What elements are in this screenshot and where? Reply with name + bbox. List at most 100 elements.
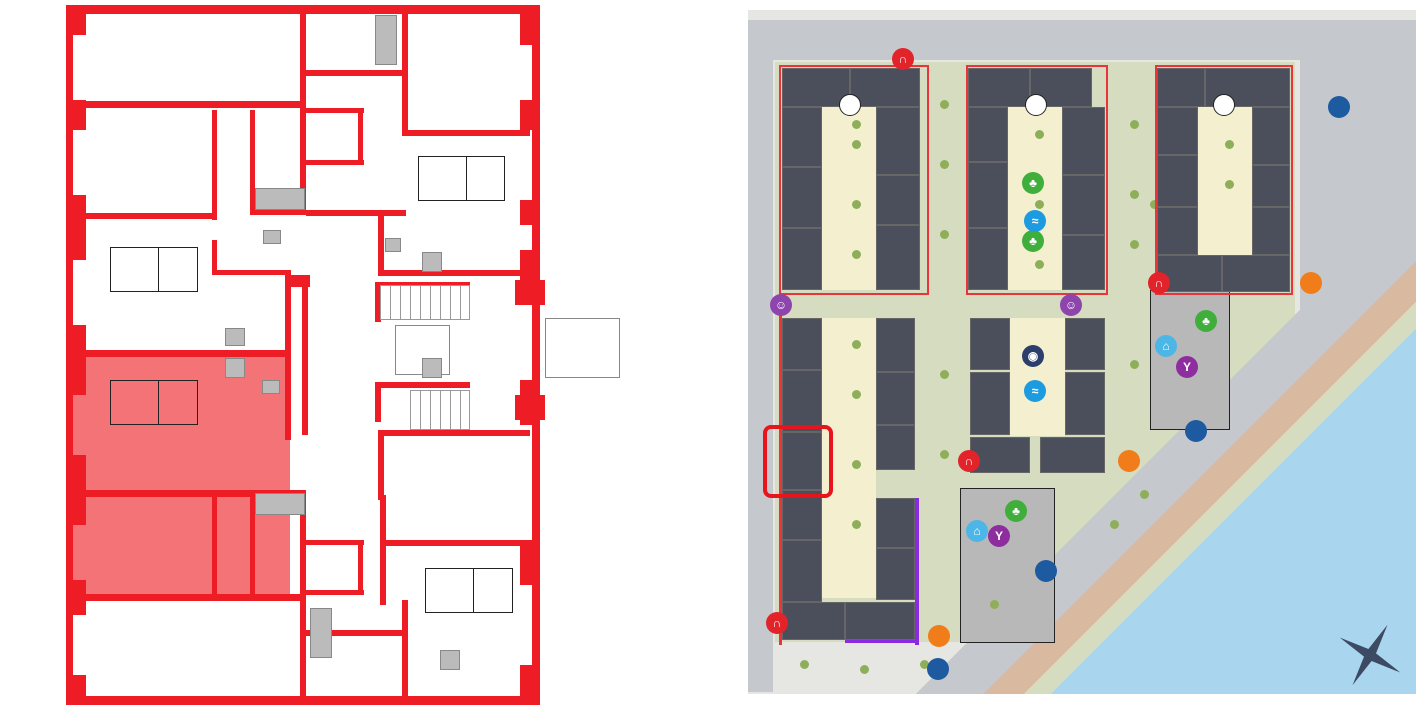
tree (1225, 180, 1234, 189)
wall (402, 5, 408, 77)
tree (1130, 360, 1139, 369)
balcony (545, 318, 620, 378)
tree (860, 665, 869, 674)
playground-slide-icon: ⌂ (966, 520, 988, 542)
building-БI.4[interactable] (968, 68, 1030, 107)
building-ВI.1[interactable] (782, 228, 822, 290)
tree (1140, 490, 1149, 499)
building-ВI.6[interactable] (876, 107, 920, 175)
pool-icon: ≈ (1024, 380, 1046, 402)
building-ВII.7[interactable] (845, 602, 915, 640)
wall (385, 540, 535, 546)
building-ВI.7[interactable] (876, 175, 920, 225)
building-БII.4[interactable] (1040, 437, 1105, 473)
parking-icon (1185, 420, 1207, 442)
pool-icon: ≈ (1024, 210, 1046, 232)
building-ВII.1[interactable] (782, 318, 822, 370)
wall (212, 110, 217, 220)
tree (852, 200, 861, 209)
building-А.7[interactable] (1157, 68, 1205, 107)
building-А.5[interactable] (1252, 107, 1290, 165)
building-А.3[interactable] (1252, 207, 1290, 255)
picnic-icon: ♣ (1195, 310, 1217, 332)
wall (378, 430, 384, 500)
building-ВII.6[interactable] (782, 602, 845, 640)
tree (1110, 520, 1119, 529)
parking-icon (1328, 96, 1350, 118)
building-БI.6[interactable] (1062, 107, 1105, 175)
plumbing-fixture (422, 252, 442, 272)
tree (852, 460, 861, 469)
building-ВII.3[interactable] (782, 432, 822, 490)
apartment-badge[interactable] (110, 247, 198, 292)
courtyard-b2 (1010, 318, 1065, 436)
building-БII.1[interactable] (970, 318, 1010, 370)
entrance-gate-icon: ∩ (892, 48, 914, 70)
tree (1035, 260, 1044, 269)
building-ВI.3[interactable] (782, 107, 822, 167)
building-ВI.2[interactable] (782, 167, 822, 228)
building-БI.8[interactable] (1062, 235, 1105, 290)
courtyard-v1 (822, 107, 876, 290)
tree (920, 660, 929, 669)
apartment-areas (159, 381, 197, 424)
wall (66, 213, 216, 219)
building-А.4[interactable] (1252, 165, 1290, 207)
wall (306, 210, 406, 216)
parking-entry-label (1210, 45, 1250, 61)
building-БII.6[interactable] (1065, 318, 1105, 370)
section-marker (1025, 94, 1047, 116)
staircase-lower (410, 390, 470, 430)
wall (306, 630, 406, 636)
fountain-icon: ◉ (1022, 345, 1044, 367)
wall (520, 665, 540, 705)
building-БI.3[interactable] (968, 107, 1008, 162)
apartment-type (111, 381, 159, 424)
building-БII.2[interactable] (970, 372, 1010, 435)
building-ВII.10[interactable] (876, 425, 915, 470)
fitness-icon: Y (988, 525, 1010, 547)
building-БI.1[interactable] (968, 228, 1008, 290)
building-ВI.4[interactable] (782, 68, 850, 107)
building-А.10[interactable] (1157, 207, 1198, 255)
building-БI.7[interactable] (1062, 175, 1105, 235)
building-ВI.5[interactable] (850, 68, 920, 107)
building-ВII.2[interactable] (782, 370, 822, 432)
wall (66, 101, 306, 108)
building-ВII.8[interactable] (876, 548, 915, 600)
selected-apartment-badge[interactable] (110, 380, 198, 425)
building-ВI.8[interactable] (876, 225, 920, 290)
wall (520, 5, 540, 45)
wall (306, 70, 406, 76)
building-ВII.12[interactable] (876, 318, 915, 372)
building-ВII.5[interactable] (782, 540, 822, 602)
floor-plan (0, 0, 620, 708)
wall (250, 490, 255, 600)
building-БI.2[interactable] (968, 162, 1008, 228)
building-ВII.9[interactable] (876, 498, 915, 548)
building-А.8[interactable] (1157, 107, 1198, 155)
info-icon (928, 625, 950, 647)
apartment-badge[interactable] (418, 156, 505, 201)
building-ВII.4[interactable] (782, 490, 822, 540)
wall (300, 105, 306, 215)
plumbing-fixture (263, 230, 281, 244)
building-БII.5[interactable] (1065, 372, 1105, 435)
wall (302, 275, 308, 435)
selected-building-frame[interactable] (763, 425, 833, 498)
wall (402, 130, 530, 136)
building-А.9[interactable] (1157, 155, 1198, 207)
courtyard-b1 (1008, 107, 1062, 290)
block-border-v1 (779, 65, 929, 295)
building-ВII.11[interactable] (876, 372, 915, 425)
building-А.2[interactable] (1222, 255, 1290, 292)
wall (212, 240, 217, 270)
plumbing-fixture (440, 650, 460, 670)
block-border-purple (915, 498, 919, 645)
plumbing-fixture (225, 358, 245, 378)
building-БII.3[interactable] (970, 437, 1030, 473)
apartment-badge[interactable] (425, 568, 513, 613)
plumbing-fixture (310, 608, 332, 658)
fitness-icon: Y (1176, 356, 1198, 378)
